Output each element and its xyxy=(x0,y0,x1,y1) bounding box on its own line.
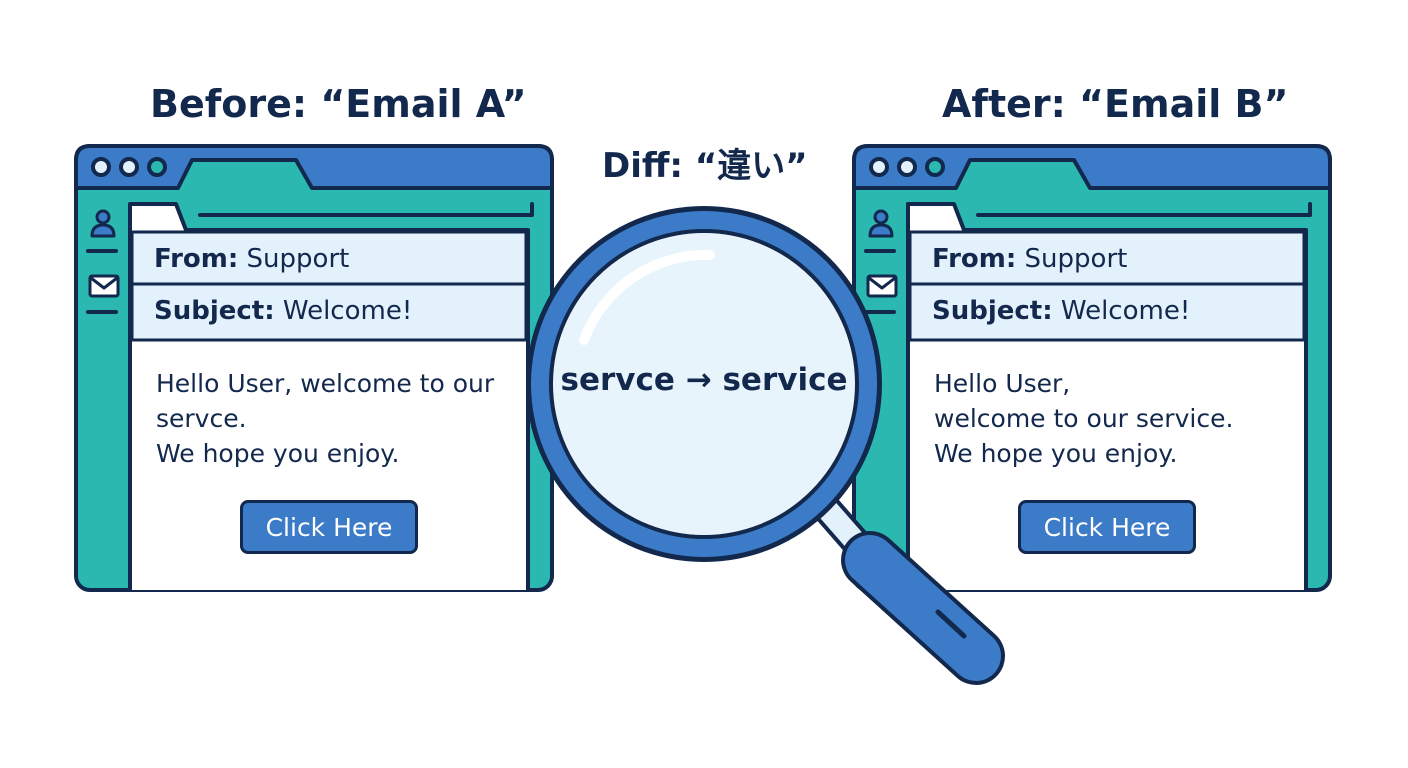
email-body-line: Hello User, welcome to our xyxy=(156,369,495,398)
email-subject-field: Subject: Welcome! xyxy=(932,296,1190,326)
window-dot-icon[interactable] xyxy=(91,157,111,177)
before-heading: Before: “Email A” xyxy=(150,82,527,126)
after-heading: After: “Email B” xyxy=(942,82,1289,126)
click-here-button[interactable]: Click Here xyxy=(1018,500,1196,554)
diff-new-text: service xyxy=(722,362,848,398)
email-subject-field: Subject: Welcome! xyxy=(154,296,412,326)
diff-correction: servce → service xyxy=(552,362,856,398)
window-dot-icon[interactable] xyxy=(119,157,139,177)
diff-old-text: servce xyxy=(560,362,675,398)
email-body: Hello User, welcome to our service. We h… xyxy=(934,366,1314,471)
window-dot-icon[interactable] xyxy=(147,157,167,177)
from-label: From: xyxy=(154,244,239,274)
email-body-line: We hope you enjoy. xyxy=(934,439,1178,468)
diff-heading: Diff: “違い” xyxy=(602,146,808,186)
email-body-line: Hello User, xyxy=(934,369,1071,398)
window-dot-icon[interactable] xyxy=(869,157,889,177)
email-body-line: We hope you enjoy. xyxy=(156,439,400,468)
email-body-line: welcome to our service. xyxy=(934,404,1234,433)
email-from-field: From: Support xyxy=(932,244,1127,274)
magnifying-glass-icon xyxy=(526,206,1005,685)
from-value: Support xyxy=(1024,244,1128,274)
window-dot-icon[interactable] xyxy=(897,157,917,177)
window-controls xyxy=(91,157,167,177)
mail-icon[interactable] xyxy=(88,274,120,298)
from-value: Support xyxy=(246,244,350,274)
window-dot-icon[interactable] xyxy=(925,157,945,177)
diff-arrow: → xyxy=(685,362,712,398)
email-body: Hello User, welcome to our servce. We ho… xyxy=(156,366,536,471)
click-here-button[interactable]: Click Here xyxy=(240,500,418,554)
email-window-frame xyxy=(74,144,554,592)
subject-value: Welcome! xyxy=(1060,296,1191,326)
user-icon[interactable] xyxy=(90,208,116,238)
window-controls xyxy=(869,157,945,177)
user-icon[interactable] xyxy=(868,208,894,238)
mail-icon[interactable] xyxy=(866,274,898,298)
from-label: From: xyxy=(932,244,1017,274)
subject-value: Welcome! xyxy=(282,296,413,326)
email-b-window: From: Support Subject: Welcome! Hello Us… xyxy=(852,144,1332,592)
email-window-frame xyxy=(852,144,1332,592)
email-body-line: servce. xyxy=(156,404,247,433)
subject-label: Subject: xyxy=(154,296,275,326)
subject-label: Subject: xyxy=(932,296,1053,326)
email-a-window: From: Support Subject: Welcome! Hello Us… xyxy=(74,144,554,592)
email-from-field: From: Support xyxy=(154,244,349,274)
